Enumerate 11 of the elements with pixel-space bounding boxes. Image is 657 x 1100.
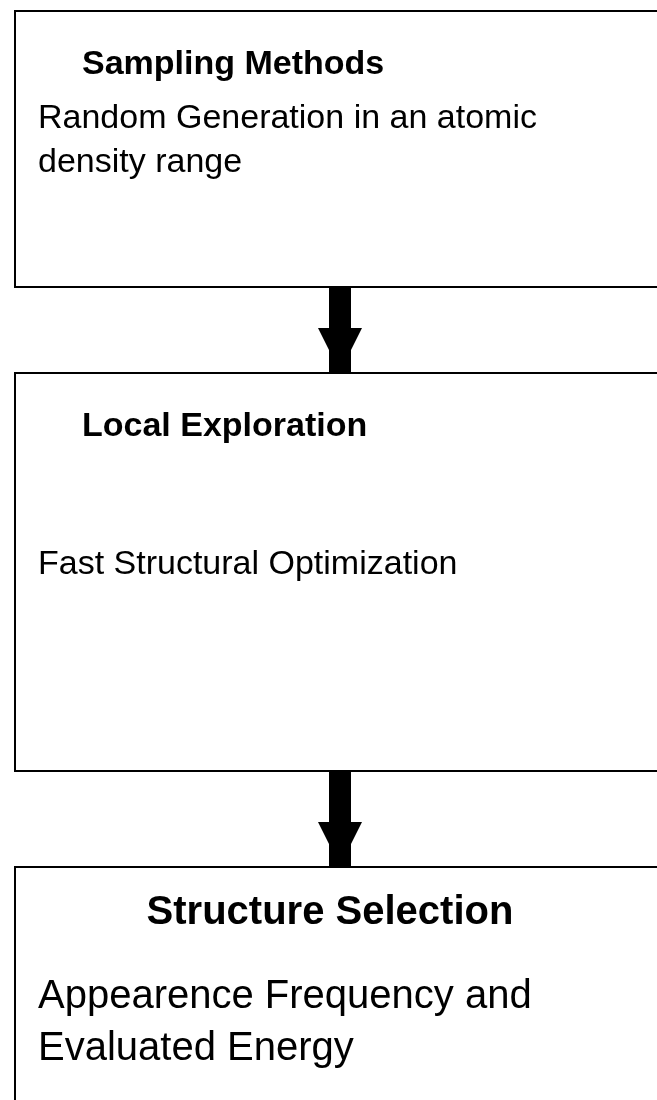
process-box	[14, 866, 657, 1100]
arrow	[318, 772, 362, 866]
box-heading: Local Exploration	[82, 404, 369, 445]
box-heading: Structure Selection	[145, 887, 515, 934]
process-box	[14, 372, 657, 772]
box-heading: Sampling Methods	[82, 42, 386, 83]
box-description: Random Generation in an atomic density range	[38, 96, 538, 182]
process-box	[14, 10, 657, 288]
box-description: Appearence Frequency and Evaluated Energy	[38, 971, 533, 1070]
arrow	[318, 288, 362, 372]
box-description: Fast Structural Optimization	[38, 542, 459, 583]
